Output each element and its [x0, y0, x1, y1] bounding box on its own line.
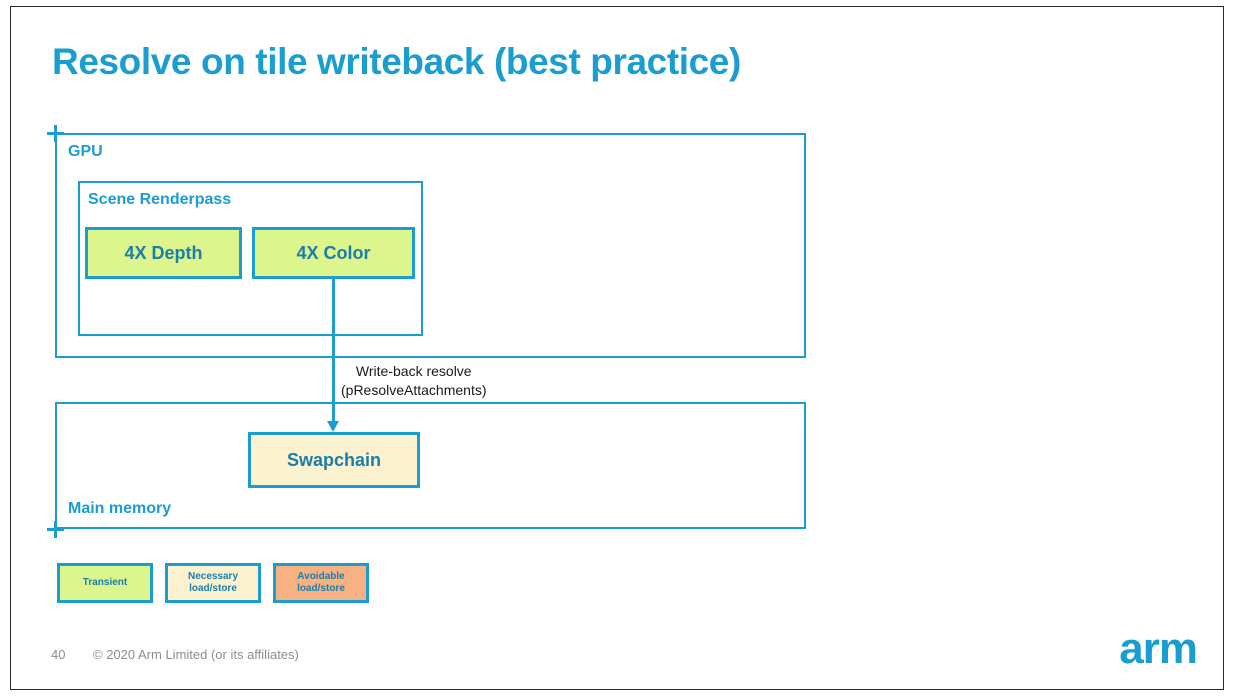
plus-marker-icon [47, 521, 64, 538]
resource-box-swapchain: Swapchain [248, 432, 420, 488]
arm-logo: arm [1119, 624, 1198, 673]
plus-marker-icon [47, 125, 64, 142]
legend-necessary-line2: load/store [189, 583, 237, 594]
scene-renderpass-label: Scene Renderpass [88, 191, 232, 208]
resolve-arrow-line [332, 279, 335, 424]
legend-item-necessary: Necessary load/store [165, 563, 261, 603]
copyright-text: © 2020 Arm Limited (or its affiliates) [93, 647, 299, 662]
legend: Transient Necessary load/store Avoidable… [57, 563, 369, 603]
resolve-arrow-head-icon [327, 421, 339, 432]
resolve-arrow-label-line1: Write-back resolve [355, 363, 472, 379]
gpu-label: GPU [68, 143, 103, 160]
legend-avoidable-line2: load/store [297, 583, 345, 594]
legend-necessary-line1: Necessary [187, 570, 239, 582]
main-memory-container [55, 402, 806, 529]
gpu-container [55, 133, 806, 358]
legend-transient-line1: Transient [82, 576, 128, 588]
legend-avoidable-line1: Avoidable [297, 570, 345, 582]
page-number: 40 [51, 647, 66, 662]
attachment-box-color: 4X Color [252, 227, 415, 279]
legend-item-avoidable: Avoidable load/store [273, 563, 369, 603]
attachment-box-depth: 4X Depth [85, 227, 242, 279]
main-memory-label: Main memory [68, 500, 172, 517]
legend-item-transient: Transient [57, 563, 153, 603]
page-title: Resolve on tile writeback (best practice… [52, 41, 741, 82]
resolve-arrow-label: Write-back resolve (pResolveAttachments) [341, 362, 487, 400]
scene-renderpass-container [78, 181, 423, 336]
resolve-arrow-label-line2: (pResolveAttachments) [341, 381, 487, 398]
